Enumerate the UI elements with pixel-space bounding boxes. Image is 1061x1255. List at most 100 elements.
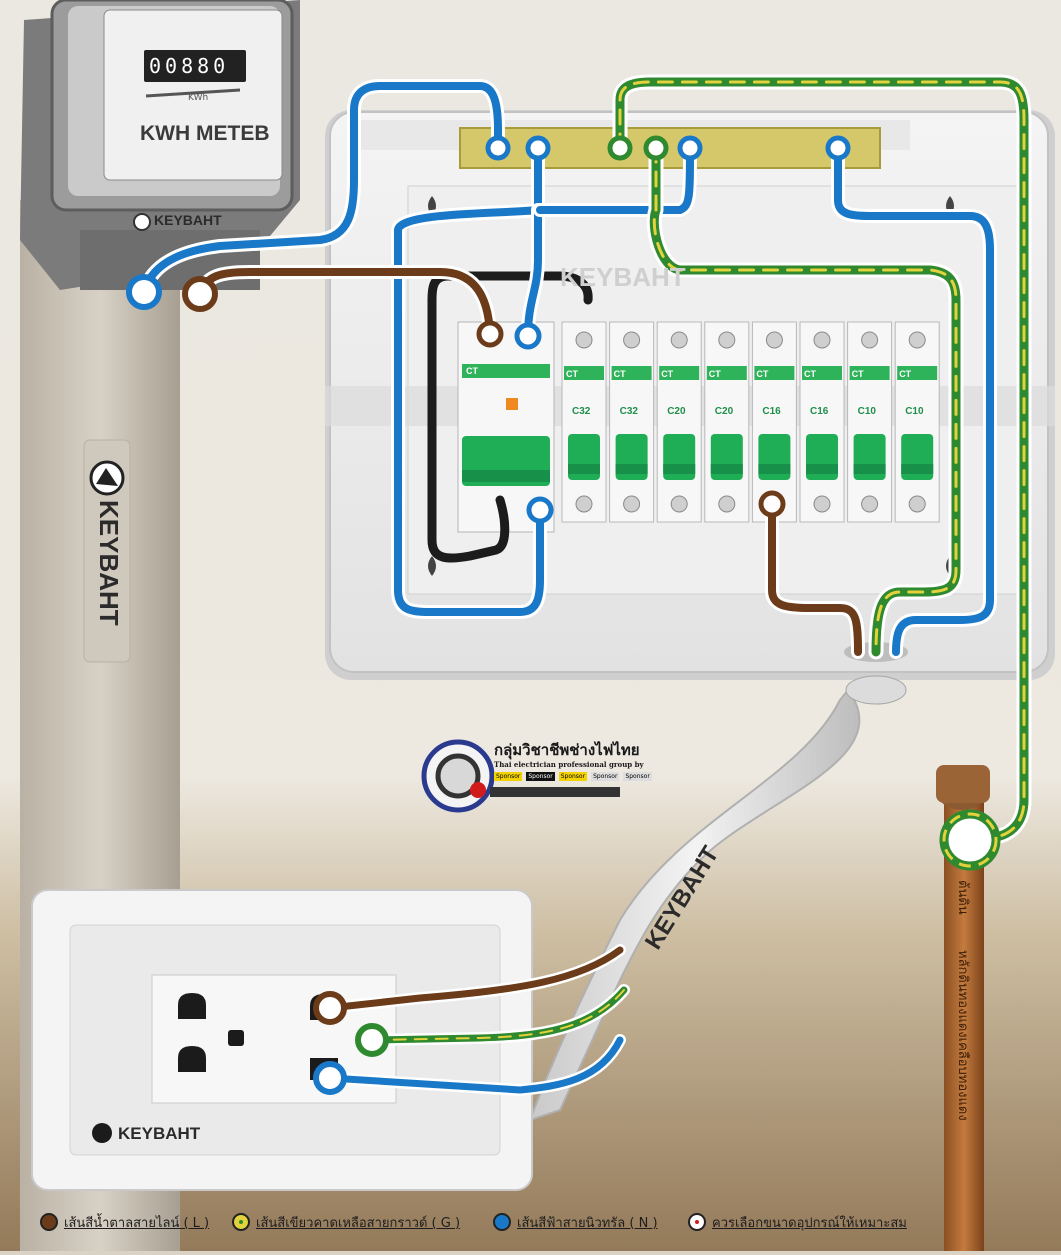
legend-text: เส้นสีเขียวคาดเหลือสายกราวด์ ( G ) (256, 1215, 461, 1231)
socket-left[interactable] (178, 993, 244, 1072)
ground-rod (936, 765, 990, 1251)
neutral-ground-busbar (459, 127, 881, 169)
green-yellow-dot-icon (232, 1213, 250, 1231)
meter-brand: KEYBAHT (154, 212, 222, 228)
breaker-rating: C20 (667, 406, 686, 417)
breaker-2 (609, 321, 655, 523)
breaker-rating: C16 (810, 406, 829, 417)
meter-neutral-terminal (126, 274, 162, 310)
breaker-rating: C32 (572, 406, 591, 417)
outlet-brand: KEYBAHT (118, 1124, 201, 1143)
breaker-4 (704, 321, 750, 523)
terminal-points (126, 135, 1001, 1095)
legend-item-line: เส้นสีน้ำตาลสายไลน์ ( L ) (40, 1210, 209, 1234)
breaker-8 (894, 321, 940, 523)
red-dot-icon (688, 1213, 706, 1231)
breaker-brand: CT (661, 369, 673, 379)
meter-logo-icon (133, 213, 151, 231)
kwh-meter (20, 0, 300, 290)
breaker-label-strip (706, 366, 747, 380)
sponsor-badge: Sponsor (623, 772, 652, 781)
legend-item-note: ควรเลือกขนาดอุปกรณ์ให้เหมาะสม (688, 1210, 907, 1234)
screw-icon (861, 331, 879, 349)
breaker-handle-grip (710, 464, 743, 474)
outlet-ground-terminal (355, 1023, 389, 1057)
breaker-brand: CT (566, 369, 578, 379)
breaker-brand: CT (804, 369, 816, 379)
breaker-handle-grip (901, 464, 934, 474)
sponsor-badge: Sponsor (558, 772, 588, 781)
breaker-6 (799, 321, 845, 523)
breaker-label-strip (897, 366, 938, 380)
breaker-label-strip (611, 366, 652, 380)
unit-watermark: KEYBAHT (560, 262, 686, 292)
meter-plate-small: KWh (188, 93, 209, 103)
rcbo-brand: CT (466, 366, 478, 376)
breaker-brand: CT (899, 369, 911, 379)
breaker-handle-grip (806, 464, 838, 474)
breaker-rating: C10 (905, 406, 924, 417)
screw-icon (670, 495, 688, 513)
screw-icon (718, 331, 736, 349)
outlet-line-terminal (313, 991, 347, 1025)
outlet-neutral-terminal (313, 1061, 347, 1095)
breaker-handle-grip (853, 464, 886, 474)
legend-item-neutral: เส้นสีฟ้าสายนิวทรัล ( N ) (493, 1210, 658, 1234)
meter-line-terminal (182, 276, 218, 312)
sponsor-badge: Sponsor (494, 772, 523, 781)
screw-icon (908, 331, 926, 349)
black-jumper-wire (427, 271, 593, 563)
legend-text: ควรเลือกขนาดอุปกรณ์ให้เหมาะสม (712, 1215, 907, 1231)
breaker-label-strip (564, 366, 604, 380)
legend-text: เส้นสีฟ้าสายนิวทรัล ( N ) (517, 1215, 658, 1231)
breaker-7 (847, 321, 893, 523)
breaker-label-strip (659, 366, 700, 380)
breaker-handle-grip (568, 464, 600, 474)
ground-wires (366, 74, 1032, 1046)
pole-brand: KEYBAHT (94, 500, 124, 626)
breaker-rating: C16 (762, 406, 781, 417)
meter-digits: 00880 (149, 54, 230, 78)
blue-dot-icon (493, 1213, 511, 1231)
outlet-logo-icon (92, 1123, 112, 1143)
legend-item-ground: เส้นสีเขียวคาดเหลือสายกราวด์ ( G ) (232, 1210, 460, 1234)
screw-icon (718, 495, 736, 513)
screw-icon (908, 495, 926, 513)
breaker-handle-grip (663, 464, 696, 474)
breaker-rating: C10 (858, 406, 877, 417)
breaker-handle-grip (615, 464, 648, 474)
screw-icon (813, 495, 831, 513)
ground-rod-sublabel: ต้นดิน (955, 880, 970, 915)
breaker-1 (561, 321, 607, 523)
line-wires (193, 265, 865, 1014)
screw-icon (575, 331, 593, 349)
screw-icon (670, 331, 688, 349)
breaker-label-strip (754, 366, 795, 380)
group-logo (421, 739, 620, 813)
breaker-label-strip (849, 366, 890, 380)
screw-icon (861, 495, 879, 513)
screw-icon (623, 331, 641, 349)
screw-icon (623, 495, 641, 513)
screw-icon (813, 331, 831, 349)
breaker-brand: CT (756, 369, 768, 379)
gear-icon (435, 753, 481, 799)
legend-text: เส้นสีน้ำตาลสายไลน์ ( L ) (64, 1215, 210, 1231)
breaker-rating: C20 (715, 406, 734, 417)
group-logo-title: กลุ่มวิชาชีพช่างไฟไทย (494, 741, 640, 759)
breaker-brand: CT (614, 369, 626, 379)
wall-outlet (31, 889, 533, 1191)
ground-rod-label: หลักดินทองแดงเคลือบทองแดง (955, 950, 970, 1121)
legend: เส้นสีน้ำตาลสายไลน์ ( L ) เส้นสีเขียวคาด… (0, 1196, 1061, 1251)
sponsor-badge: Sponsor (526, 772, 555, 781)
sponsor-badge: Sponsor (591, 772, 620, 781)
breaker-3 (656, 321, 702, 523)
meter-counter-window (144, 50, 246, 82)
breaker-label-strip (802, 366, 842, 380)
meter-label: KWH METEB (140, 122, 270, 145)
breaker-rating: C32 (620, 406, 639, 417)
screw-icon (575, 495, 593, 513)
screw-icon (765, 331, 783, 349)
